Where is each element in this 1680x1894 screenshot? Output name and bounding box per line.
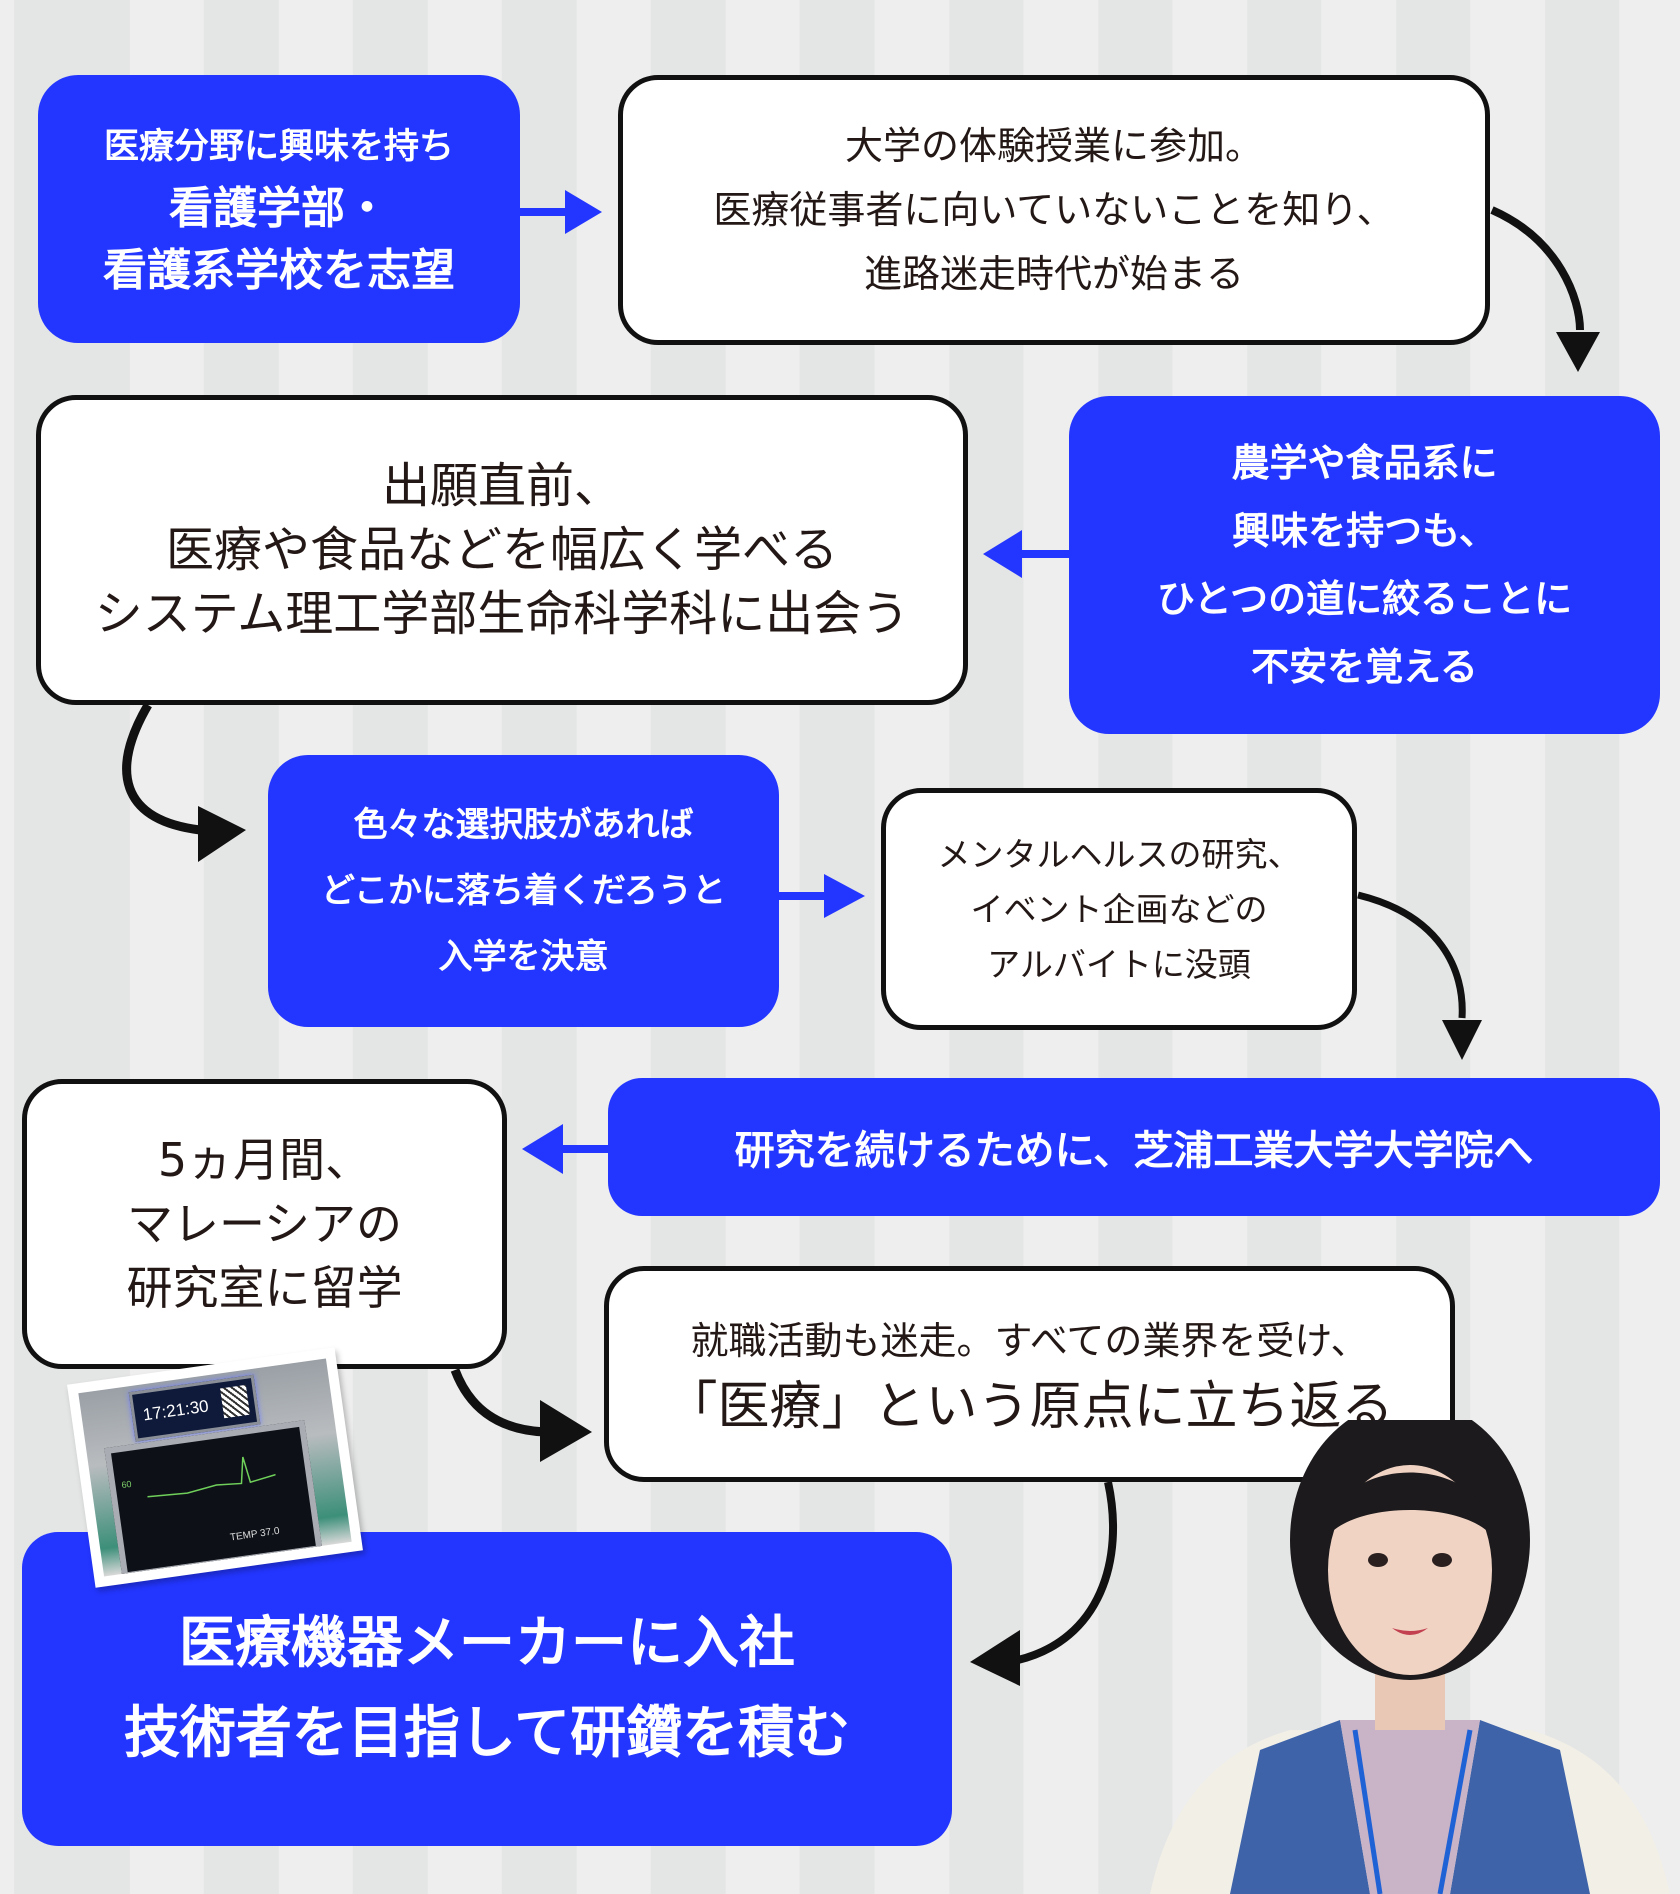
- step-1-line-3: 看護系学校を志望: [103, 245, 455, 296]
- step-7-box: 研究を続けるために、芝浦工業大学大学院へ: [608, 1078, 1660, 1216]
- step-10-line-1: 医療機器メーカーに入社: [179, 1611, 795, 1676]
- arrow-step9-to-step10-head: [970, 1630, 1020, 1686]
- step-8-line-1: 5ヵ月間、: [157, 1133, 372, 1187]
- left-eye: [1368, 1553, 1388, 1567]
- arrow-step5-to-step6: [779, 874, 865, 918]
- temperature-label: TEMP: [229, 1528, 259, 1544]
- step-9-line-1: 就職活動も迷走。すべての業界を受け、: [690, 1319, 1369, 1363]
- step-6-box: メンタルヘルスの研究、 イベント企画などの アルバイトに没頭: [881, 788, 1357, 1030]
- temperature-readout: TEMP 37.0: [229, 1526, 280, 1544]
- step-3-line-1: 農学や食品系に: [1231, 441, 1498, 485]
- arrow-step6-to-step7: [1357, 891, 1466, 1019]
- face: [1328, 1465, 1492, 1675]
- step-2-line-1: 大学の体験授業に参加。: [844, 124, 1263, 168]
- patient-monitor-screen: 60 TEMP 37.0: [104, 1420, 323, 1577]
- step-5-box: 色々な選択肢があれば どこかに落ち着くだろうと 入学を決意: [268, 755, 779, 1027]
- step-3-line-3: ひとつの道に絞ることに: [1156, 577, 1573, 621]
- step-8-box: 5ヵ月間、 マレーシアの 研究室に留学: [22, 1079, 507, 1369]
- ecg-waveform-icon: [147, 1456, 276, 1498]
- step-8-line-3: 研究室に留学: [126, 1261, 403, 1315]
- portrait-photo: [1150, 1420, 1670, 1894]
- step-4-box: 出願直前、 医療や食品などを幅広く学べる システム理工学部生命科学科に出会う: [36, 395, 968, 705]
- step-9-line-2: 「医療」という原点に立ち返る: [665, 1377, 1394, 1437]
- lanyard: [1352, 1729, 1473, 1894]
- step-5-line-3: 入学を決意: [438, 937, 609, 977]
- arrow-step7-to-step8: [522, 1124, 608, 1174]
- step-3-box: 農学や食品系に 興味を持つも、 ひとつの道に絞ることに 不安を覚える: [1069, 396, 1660, 734]
- step-6-line-1: メンタルヘルスの研究、: [937, 834, 1301, 874]
- arrow-step2-to-step3: [1490, 206, 1584, 331]
- arrow-step3-to-step4: [983, 530, 1069, 578]
- photo-image: 17:21:30 60 TEMP 37.0: [78, 1358, 352, 1577]
- arrow-step9-to-step10: [1017, 1481, 1118, 1664]
- step-7-line-1: 研究を続けるために、芝浦工業大学大学院へ: [734, 1128, 1534, 1174]
- step-4-line-2: 医療や食品などを幅広く学べる: [165, 522, 838, 578]
- step-4-line-1: 出願直前、: [381, 458, 622, 514]
- arrow-step4-to-step5-head: [198, 806, 246, 862]
- right-eye: [1432, 1553, 1452, 1567]
- step-3-line-4: 不安を覚える: [1251, 645, 1478, 689]
- bangs: [1325, 1472, 1495, 1540]
- heart-rate-value: 60: [120, 1478, 133, 1491]
- step-6-line-3: アルバイトに没頭: [987, 944, 1251, 984]
- vest-left: [1230, 1720, 1370, 1894]
- step-9-box: 就職活動も迷走。すべての業界を受け、 「医療」という原点に立ち返る: [604, 1266, 1455, 1482]
- step-2-line-2: 医療従事者に向いていないことを知り、: [713, 188, 1395, 232]
- medical-device-photo: 17:21:30 60 TEMP 37.0: [67, 1347, 363, 1588]
- step-10-line-2: 技術者を目指して研鑽を積む: [123, 1701, 851, 1766]
- step-2-line-3: 進路迷走時代が始まる: [863, 252, 1244, 296]
- step-5-line-1: 色々な選択肢があれば: [353, 805, 694, 845]
- step-3-line-2: 興味を持つも、: [1232, 509, 1497, 553]
- arrow-step2-to-step3-head: [1556, 332, 1600, 372]
- arrow-step6-to-step7-head: [1442, 1020, 1482, 1060]
- arrow-step1-to-step2: [520, 190, 602, 234]
- vest-right: [1450, 1720, 1590, 1894]
- step-10-box: 医療機器メーカーに入社 技術者を目指して研鑽を積む: [22, 1532, 952, 1846]
- clock-time: 17:21:30: [141, 1396, 210, 1425]
- step-1-line-1: 医療分野に興味を持ち: [103, 127, 454, 167]
- step-2-box: 大学の体験授業に参加。 医療従事者に向いていないことを知り、 進路迷走時代が始ま…: [618, 75, 1490, 345]
- step-4-line-3: システム理工学部生命科学科に出会う: [94, 586, 910, 642]
- arrow-step8-to-step9-head: [540, 1400, 592, 1462]
- temperature-value: 37.0: [259, 1525, 281, 1540]
- arrow-step8-to-step9: [450, 1368, 546, 1437]
- step-5-line-2: どこかに落ち着くだろうと: [321, 871, 726, 911]
- step-8-line-2: マレーシアの: [126, 1197, 403, 1251]
- mouth: [1392, 1628, 1428, 1635]
- step-6-line-2: イベント企画などの: [970, 889, 1268, 929]
- arrow-step4-to-step5: [122, 702, 201, 835]
- step-1-box: 医療分野に興味を持ち 看護学部・ 看護系学校を志望: [38, 75, 520, 343]
- qr-code-icon: [220, 1384, 250, 1419]
- step-1-line-2: 看護学部・: [169, 183, 389, 234]
